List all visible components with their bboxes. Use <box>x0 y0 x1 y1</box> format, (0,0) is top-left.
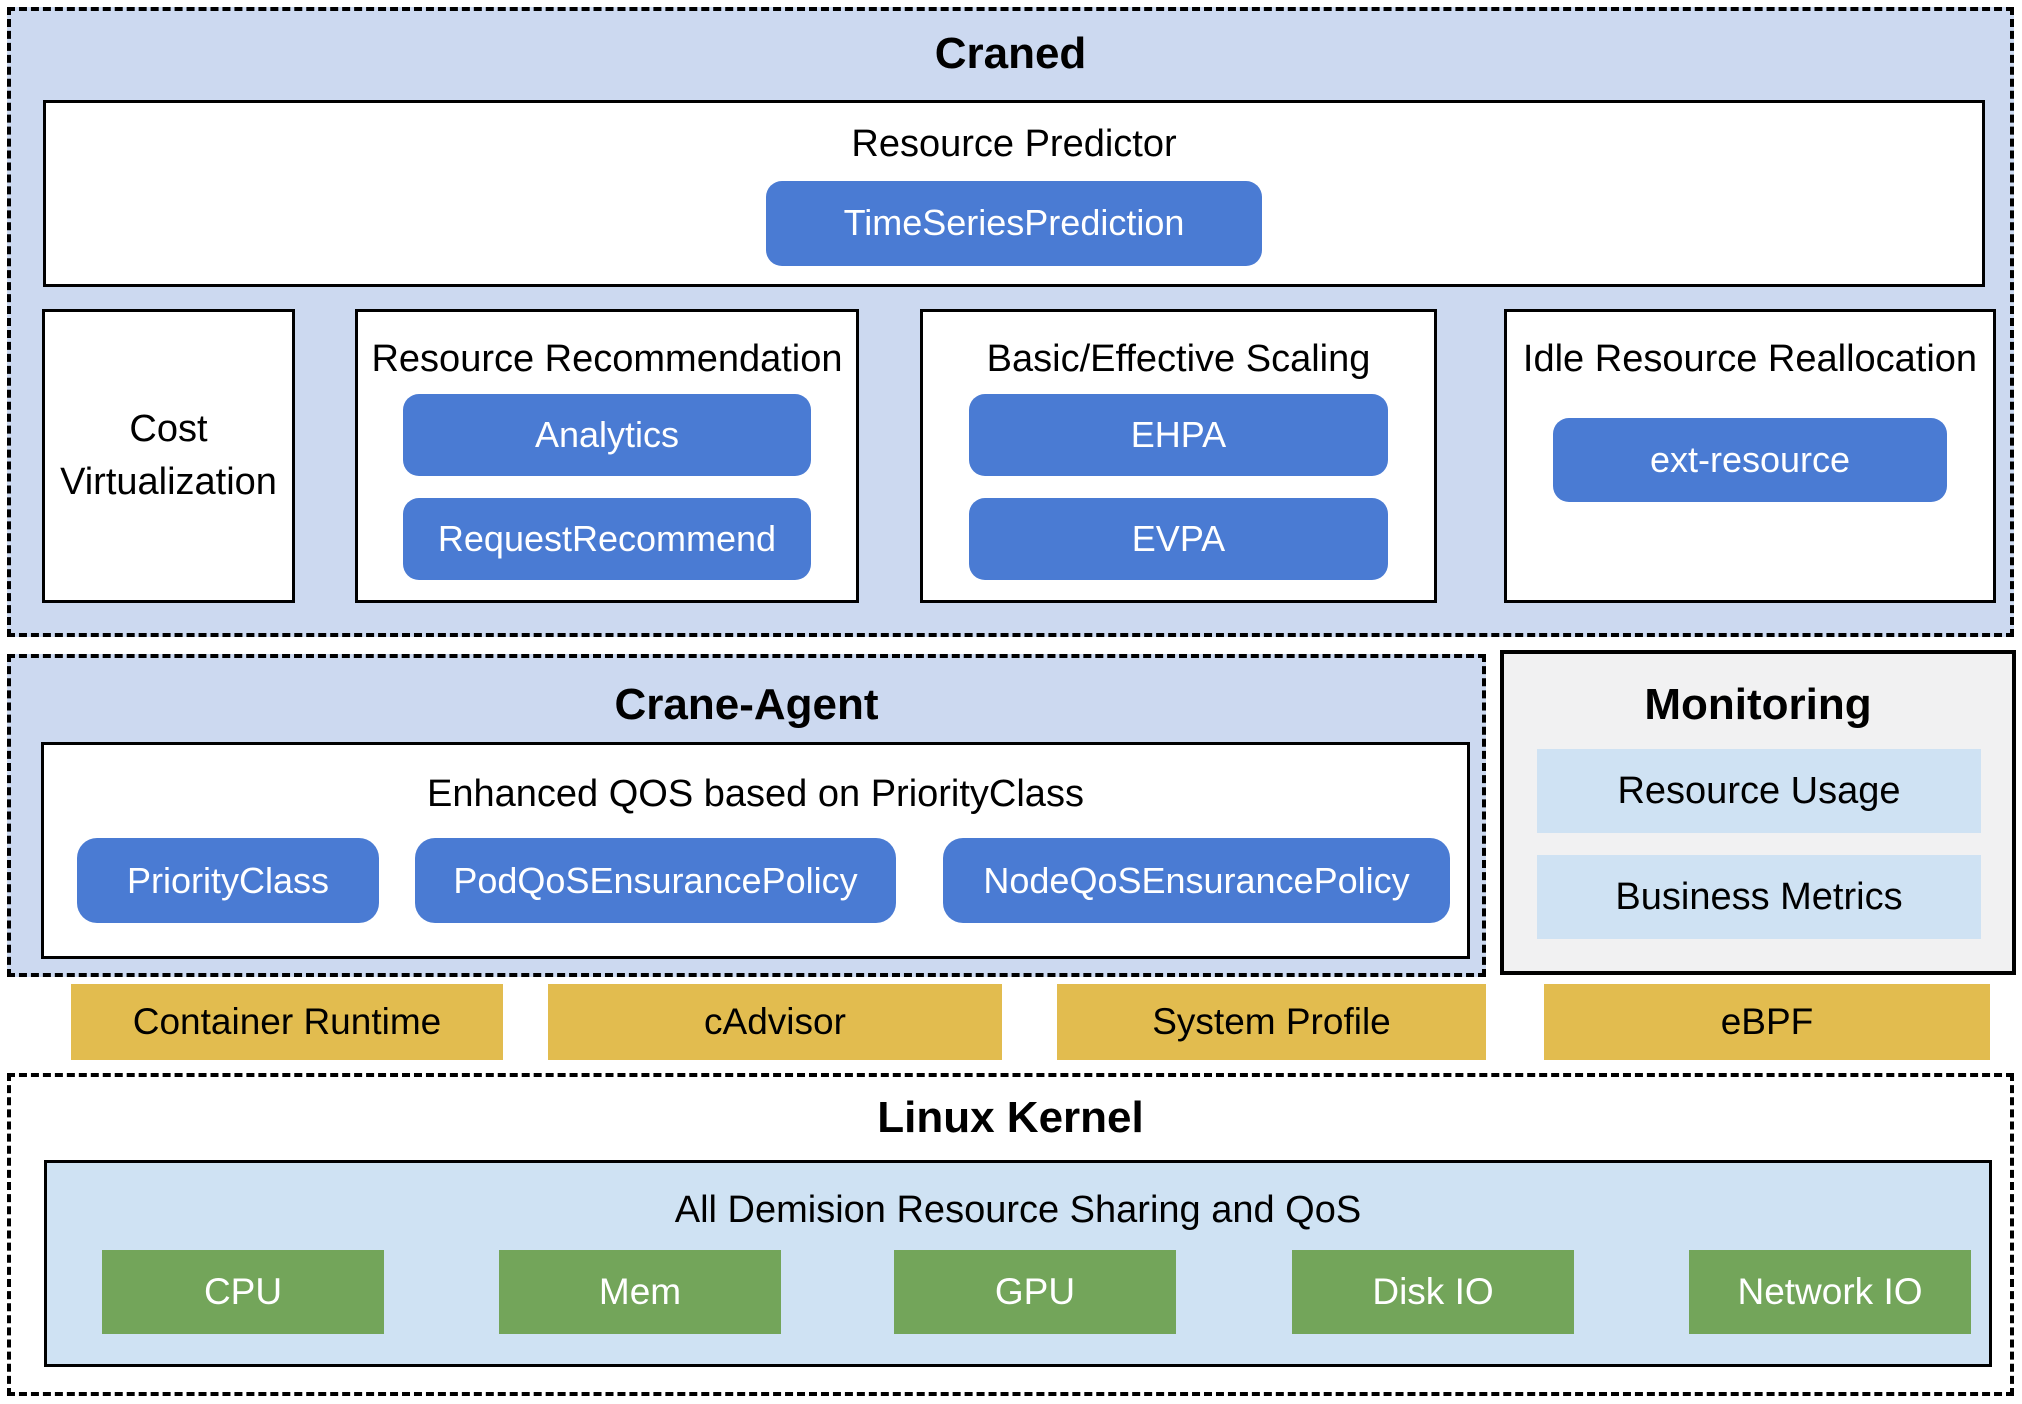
ebpf-bar: eBPF <box>1544 984 1990 1060</box>
linux-kernel-title: Linux Kernel <box>877 1093 1144 1142</box>
cadvisor-bar: cAdvisor <box>548 984 1002 1060</box>
enhanced-qos-box: Enhanced QOS based on PriorityClass Prio… <box>41 742 1470 959</box>
basic-effective-scaling-title: Basic/Effective Scaling <box>986 338 1371 380</box>
idle-resource-reallocation-title: Idle Resource Reallocation <box>1522 338 1978 380</box>
ext-resource-chip: ext-resource <box>1553 417 1947 502</box>
resource-predictor-title: Resource Predictor <box>851 123 1177 165</box>
cpu-box: CPU <box>102 1250 384 1334</box>
resource-sharing-box: All Demision Resource Sharing and QoS CP… <box>44 1160 1992 1367</box>
evpa-chip: EVPA <box>968 497 1388 580</box>
cost-virtualization-label: Cost Virtualization <box>60 407 277 503</box>
craned-title: Craned <box>934 29 1087 78</box>
enhanced-qos-title: Enhanced QOS based on PriorityClass <box>427 773 1084 815</box>
network-io-box: Network IO <box>1689 1250 1971 1334</box>
resource-sharing-title: All Demision Resource Sharing and QoS <box>674 1189 1362 1231</box>
monitoring-panel: Monitoring Resource Usage Business Metri… <box>1500 650 2016 975</box>
craned-section: Craned Resource Predictor TimeSeriesPred… <box>7 7 2014 637</box>
nodeqosensurancepolicy-chip: NodeQoSEnsurancePolicy <box>943 838 1450 923</box>
priorityclass-chip: PriorityClass <box>77 838 379 923</box>
disk-io-box: Disk IO <box>1292 1250 1574 1334</box>
gpu-box: GPU <box>894 1250 1176 1334</box>
resource-recommendation-box: Resource Recommendation Analytics Reques… <box>355 309 859 603</box>
podqosensurancepolicy-chip: PodQoSEnsurancePolicy <box>415 838 896 923</box>
crane-agent-title: Crane-Agent <box>614 680 879 729</box>
system-profile-bar: System Profile <box>1057 984 1486 1060</box>
resource-usage-item: Resource Usage <box>1537 749 1981 833</box>
basic-effective-scaling-box: Basic/Effective Scaling EHPA EVPA <box>920 309 1437 603</box>
resource-recommendation-title: Resource Recommendation <box>371 338 843 380</box>
requestrecommend-chip: RequestRecommend <box>402 497 812 580</box>
mem-box: Mem <box>499 1250 781 1334</box>
idle-resource-reallocation-box: Idle Resource Reallocation ext-resource <box>1504 309 1996 603</box>
timeseriesprediction-chip: TimeSeriesPrediction <box>766 180 1262 266</box>
business-metrics-item: Business Metrics <box>1537 855 1981 939</box>
crane-agent-section: Crane-Agent Enhanced QOS based on Priori… <box>7 654 1486 977</box>
cost-virtualization-box: Cost Virtualization <box>42 309 295 603</box>
container-runtime-bar: Container Runtime <box>71 984 503 1060</box>
ehpa-chip: EHPA <box>968 393 1388 476</box>
linux-kernel-section: Linux Kernel All Demision Resource Shari… <box>7 1073 2014 1396</box>
resource-predictor-box: Resource Predictor TimeSeriesPrediction <box>43 100 1985 287</box>
monitoring-title: Monitoring <box>1644 680 1872 729</box>
analytics-chip: Analytics <box>402 393 812 476</box>
